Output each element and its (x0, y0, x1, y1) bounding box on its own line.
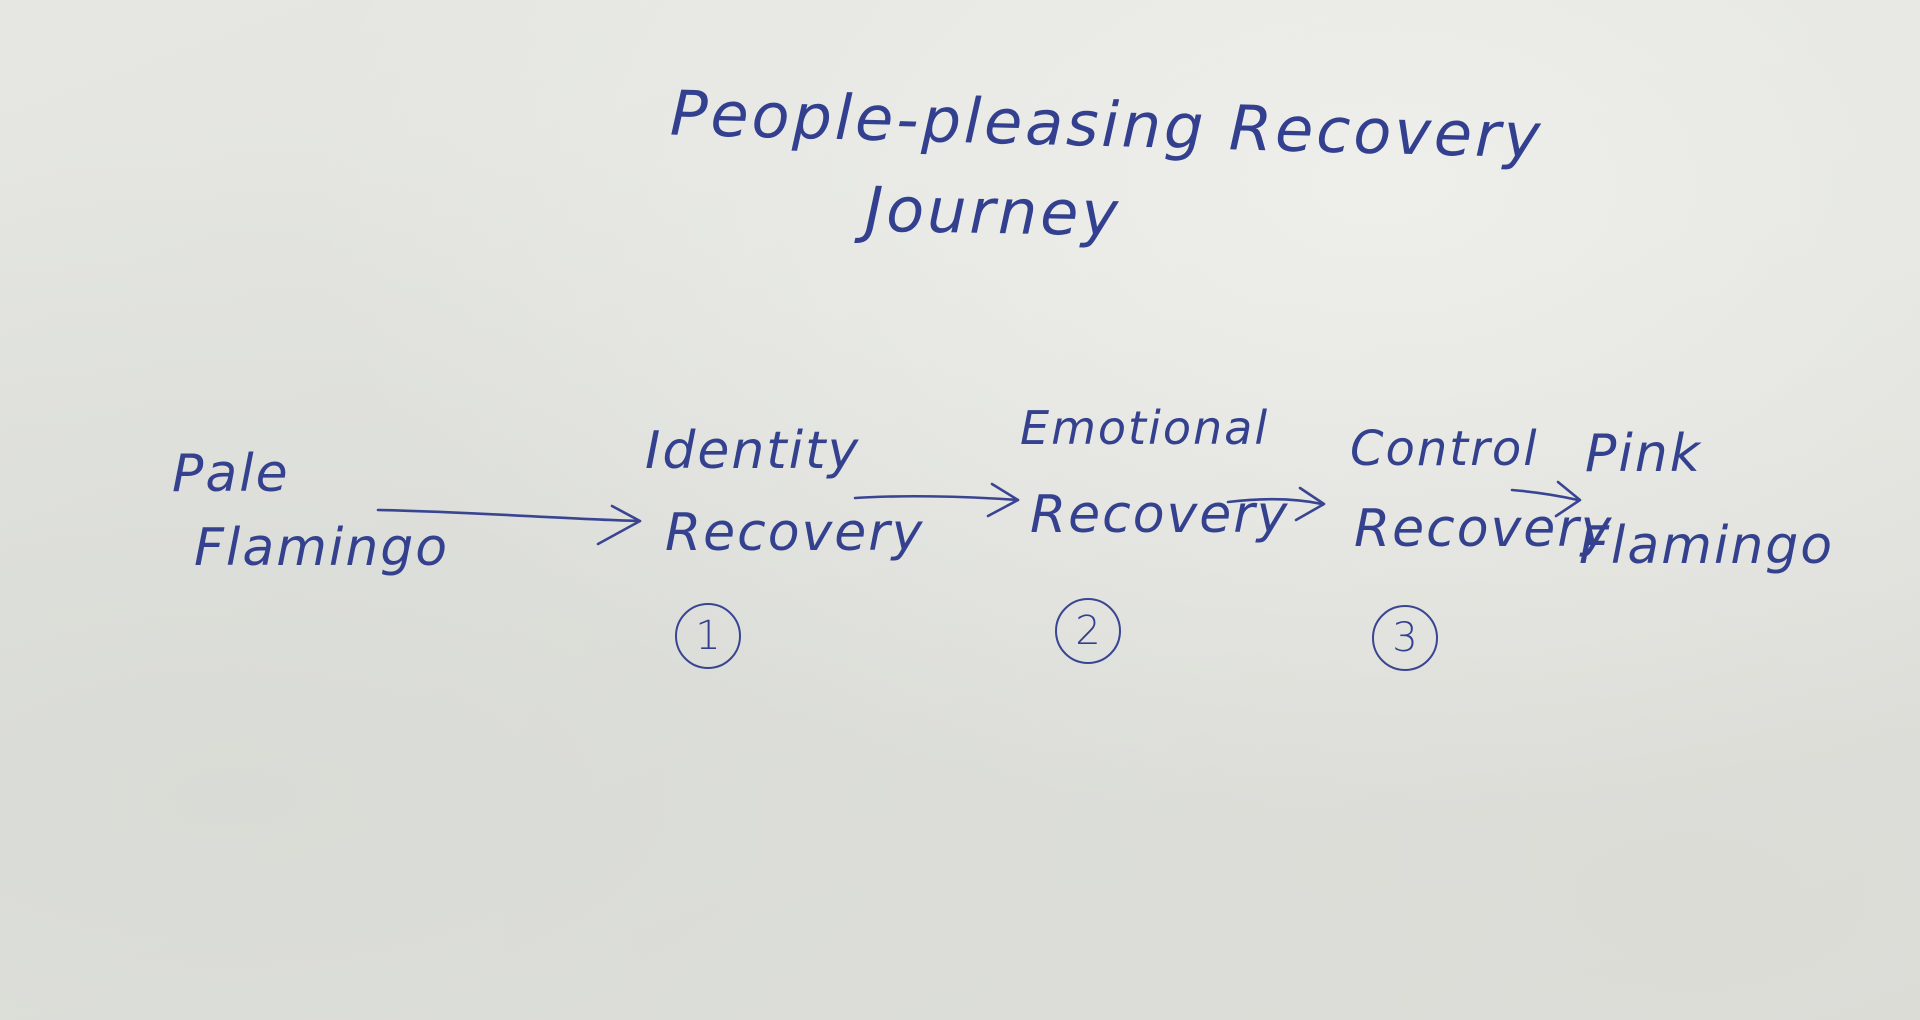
arrow-pale-to-identity (376, 504, 642, 546)
node-pink-flamingo: Pink Flamingo (1579, 424, 1834, 572)
node-label-line-1: Pale (172, 444, 290, 504)
node-control-recovery: Control Recovery (1350, 425, 1613, 555)
node-label-line-2: Recovery (665, 503, 925, 563)
arrow-head (986, 482, 1020, 518)
node-label-line-1: Emotional (1020, 401, 1270, 455)
node-label-line-2: Recovery (1030, 485, 1290, 545)
arrow-shaft (853, 494, 1020, 502)
arrow-shaft (1226, 497, 1324, 506)
node-label-line-2: Flamingo (1579, 516, 1835, 576)
arrow-shaft (376, 508, 642, 523)
arrow-head (1294, 486, 1326, 522)
arrow-shaft (1510, 488, 1580, 502)
node-label-line-1: Identity (645, 421, 861, 481)
arrow-head (1554, 480, 1582, 518)
node-label-line-2: Flamingo (194, 518, 450, 578)
node-label-line-1: Control (1350, 421, 1539, 477)
node-identity-recovery: Identity Recovery (645, 425, 924, 559)
arrow-head (596, 504, 642, 546)
arrow-emotional-to-control (1226, 486, 1326, 522)
step-badge-3: 3 (1372, 605, 1438, 671)
step-badge-1: 1 (675, 603, 741, 669)
arrow-control-to-pink (1510, 480, 1582, 518)
node-emotional-recovery: Emotional Recovery (1020, 405, 1289, 541)
arrow-identity-to-emotional (853, 482, 1020, 518)
step-badge-2: 2 (1055, 598, 1121, 664)
node-pale-flamingo: Pale Flamingo (172, 448, 449, 574)
node-label-line-2: Recovery (1354, 499, 1614, 559)
node-label-line-1: Pink (1585, 424, 1702, 484)
